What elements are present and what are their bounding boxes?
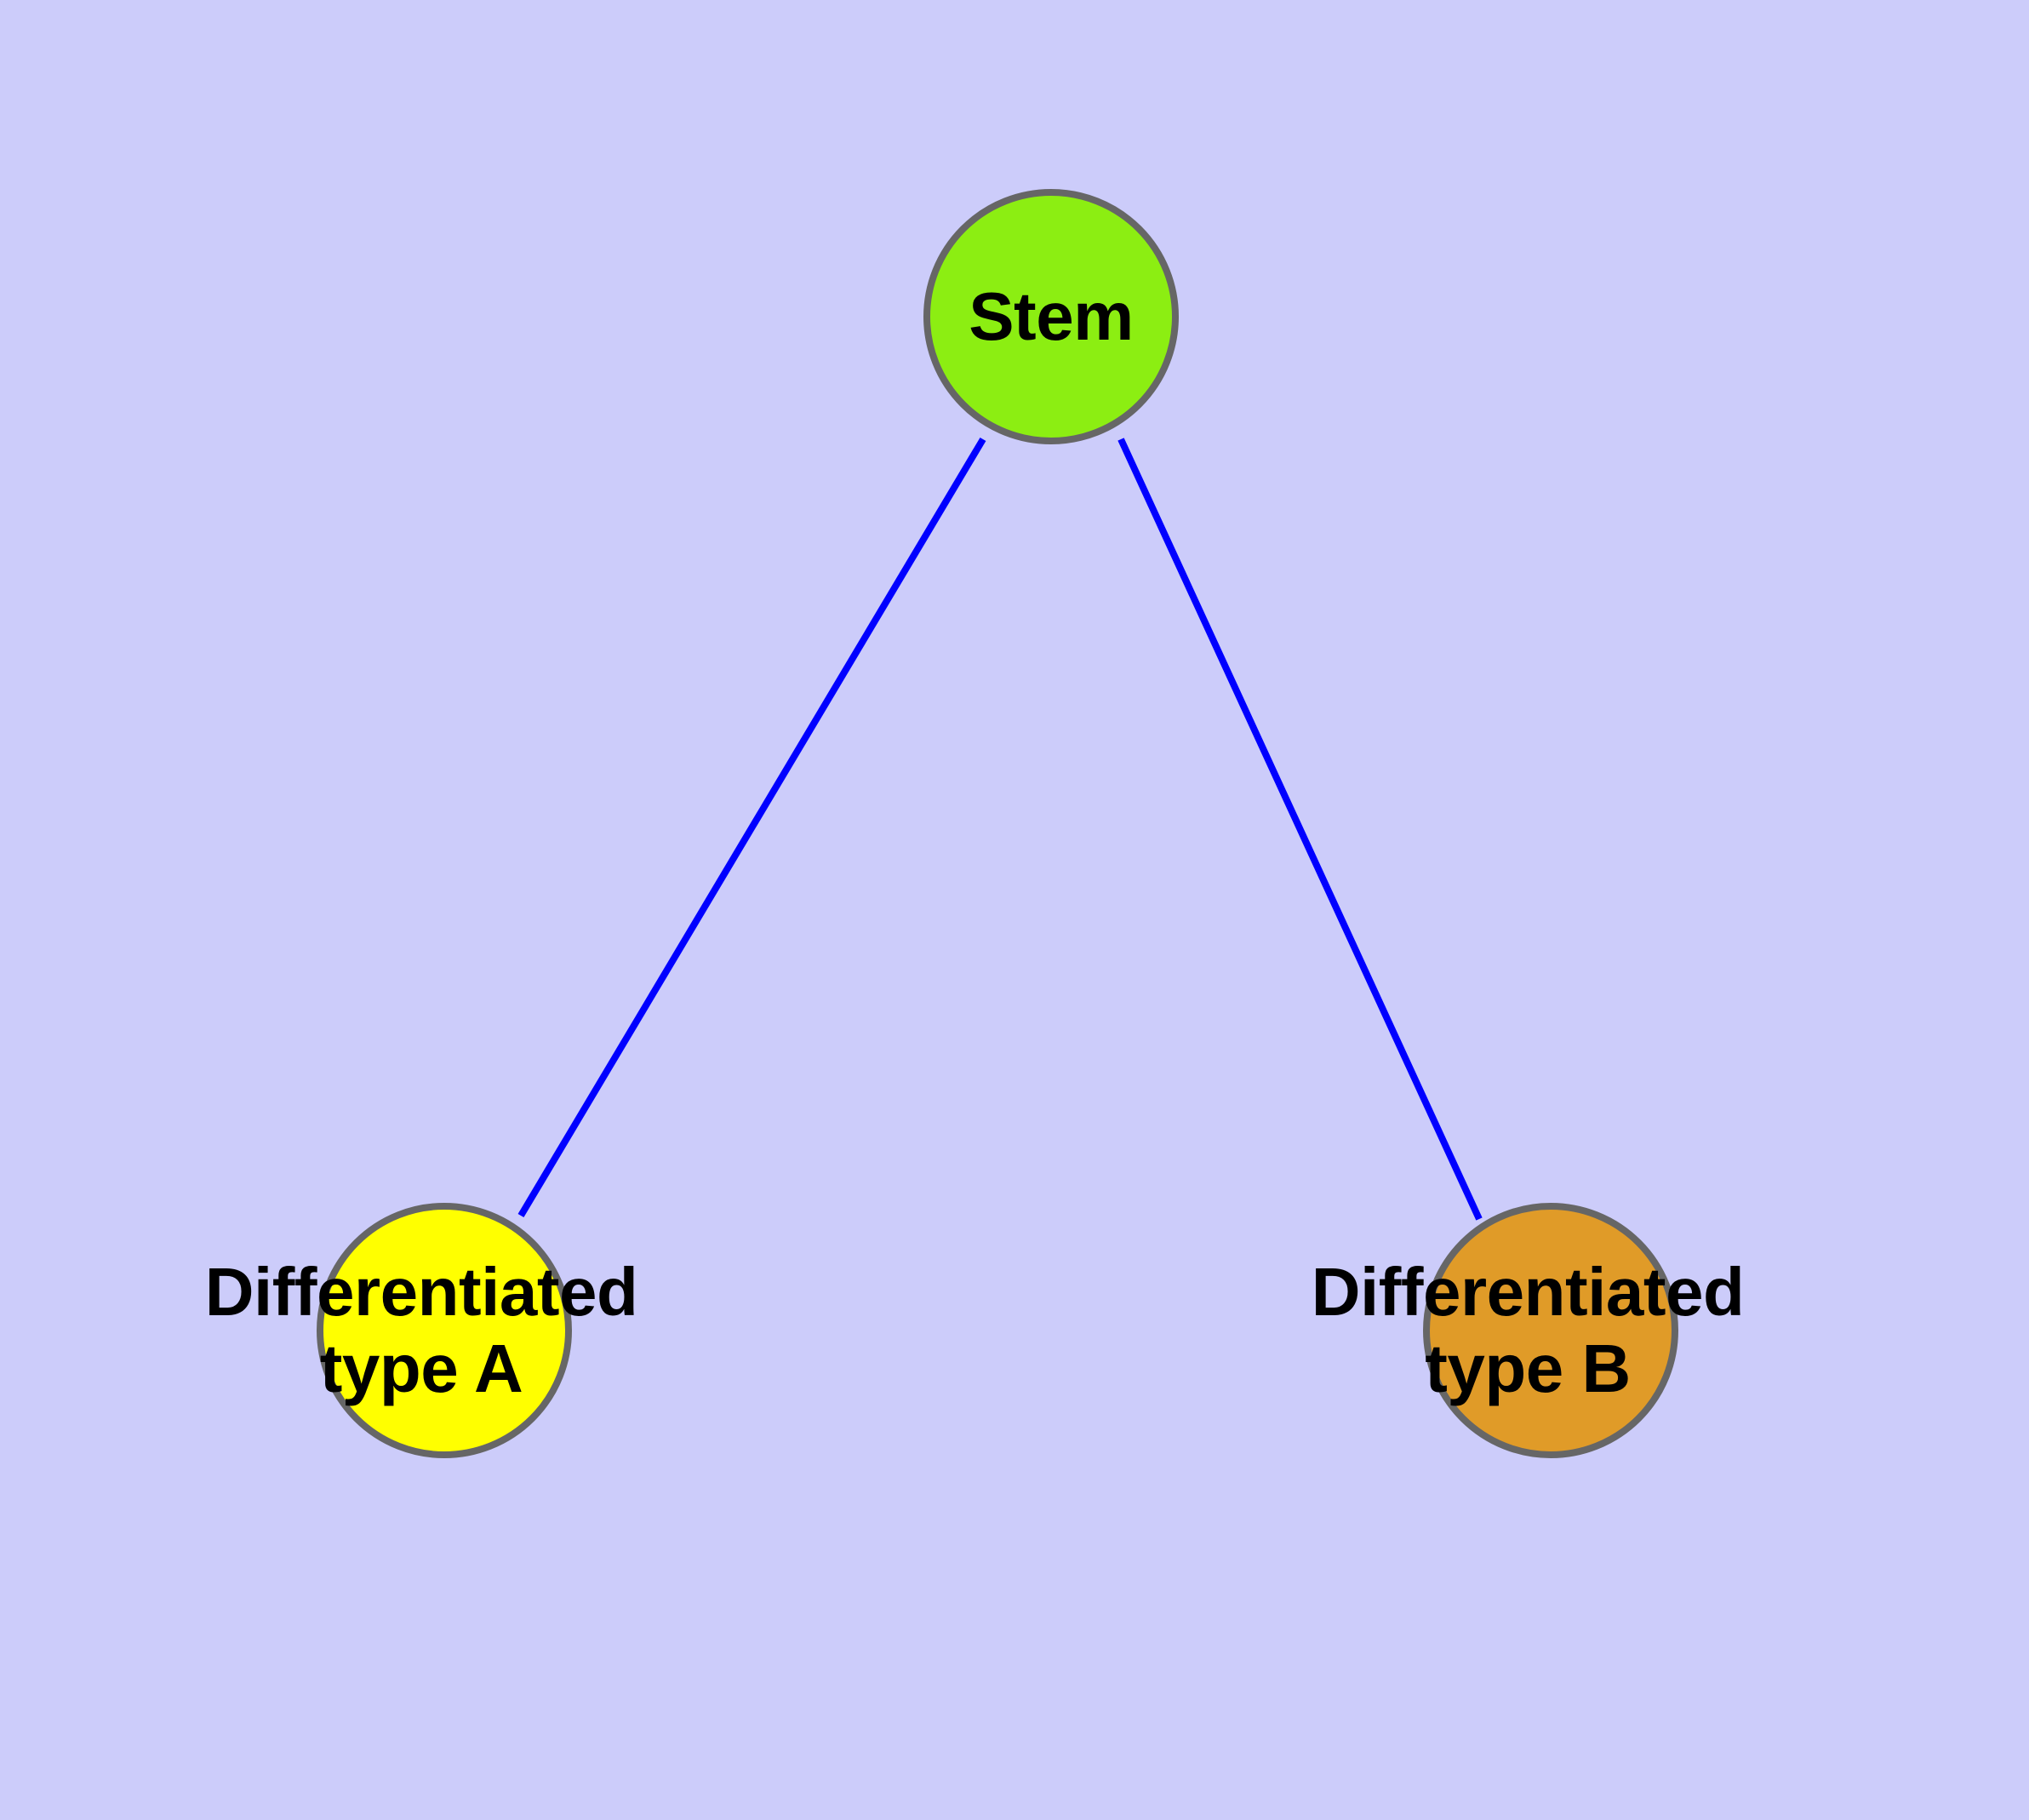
edge-stem-to-differentiated-type-b[interactable] <box>1117 438 1483 1221</box>
node-differentiated-type-b[interactable] <box>1423 1203 1678 1458</box>
node-stem[interactable] <box>923 189 1179 444</box>
edge-stem-to-differentiated-type-a[interactable] <box>517 437 986 1218</box>
node-differentiated-type-a[interactable] <box>317 1203 572 1458</box>
